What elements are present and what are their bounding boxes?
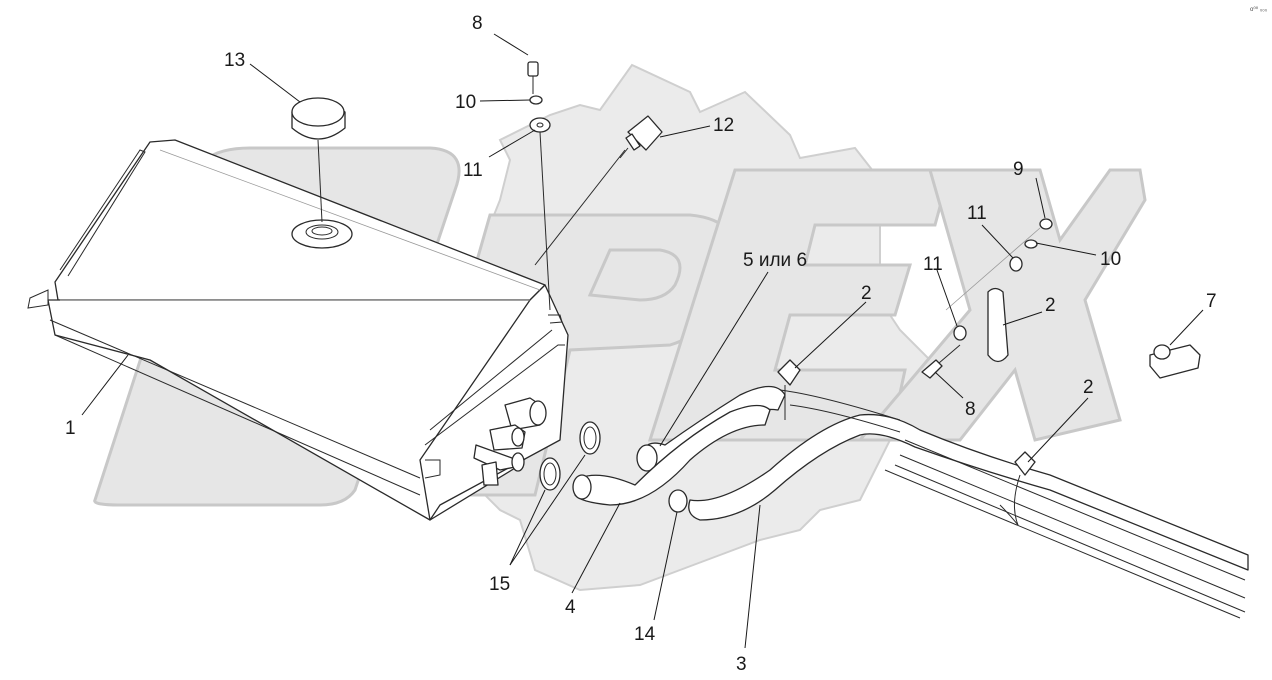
right-hardware (921, 218, 1053, 379)
callout-9: 9 (1013, 159, 1024, 180)
clip-part (1149, 344, 1201, 379)
callout-11-lower-right: 11 (923, 254, 943, 275)
fuel-sensor (534, 115, 663, 266)
callout-2-strap: 2 (1045, 295, 1056, 316)
callout-11-top: 11 (463, 160, 483, 181)
callout-4: 4 (565, 597, 576, 618)
callout-10-top: 10 (455, 92, 476, 113)
filler-cap (291, 97, 346, 223)
callout-12: 12 (713, 115, 734, 136)
corner-mark: о⁰⁰ ₀₀₀ (1250, 6, 1268, 13)
callout-8-right: 8 (965, 399, 976, 420)
callout-5-or-6: 5 или 6 (743, 250, 807, 271)
fuel-tank (27, 139, 569, 521)
hoses (572, 385, 786, 513)
bolt-top-assembly (527, 61, 551, 311)
callout-15: 15 (489, 574, 510, 595)
callout-10-right: 10 (1100, 249, 1121, 270)
leader-lines (81, 33, 1204, 649)
callout-8-top: 8 (472, 13, 483, 34)
callout-2-top: 2 (861, 283, 872, 304)
callout-7: 7 (1206, 291, 1217, 312)
callout-3: 3 (736, 654, 747, 675)
fuel-pipes (688, 389, 1249, 619)
pipe-brackets (777, 287, 1036, 526)
callout-14: 14 (634, 624, 656, 645)
callout-labels: 1 2 2 2 3 4 5 или 6 7 8 8 9 10 10 11 11 … (65, 13, 1217, 675)
callout-13: 13 (224, 50, 245, 71)
filler-neck (291, 219, 353, 249)
callout-1: 1 (65, 418, 76, 439)
callout-2-right: 2 (1083, 377, 1094, 398)
hose-clamps (539, 421, 601, 491)
callout-11-upper-right: 11 (967, 203, 987, 224)
